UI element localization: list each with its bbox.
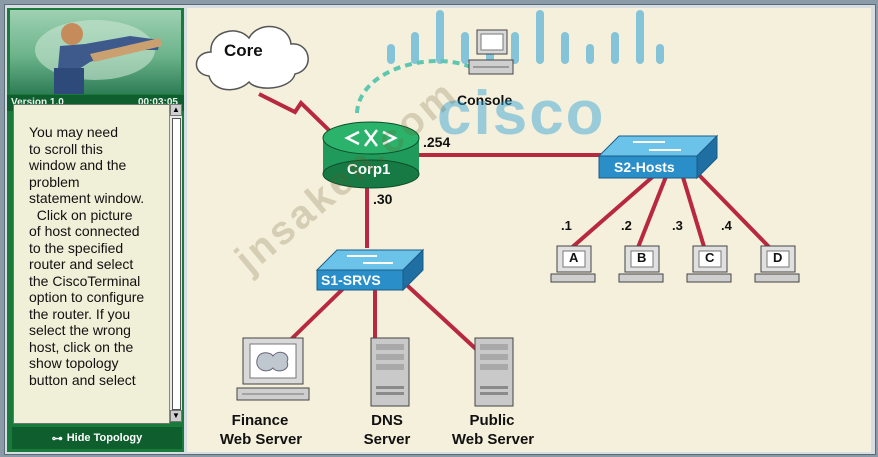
problem-statement-text: You may need to scroll this window and t… <box>29 124 145 388</box>
s2-hosts-label: S2-Hosts <box>614 159 675 175</box>
finance-web-server-icon[interactable] <box>236 337 310 401</box>
cisco-watermark-logo <box>387 10 664 64</box>
hide-topology-button[interactable]: ⊶ Hide Topology <box>12 427 182 449</box>
cisco-watermark-text: cisco <box>437 79 606 148</box>
s2-a-link <box>567 171 659 252</box>
version-label: Version 1.0 <box>11 97 64 108</box>
host-b-label: B <box>637 250 647 265</box>
problem-scrollbar[interactable]: ▲ ▼ <box>169 104 182 422</box>
core-link <box>258 92 339 140</box>
scroll-thumb[interactable] <box>172 118 181 410</box>
problem-statement-area[interactable]: You may need to scroll this window and t… <box>13 104 170 424</box>
s2-b-link <box>635 173 669 251</box>
dns-server-label-1: DNS <box>371 412 403 429</box>
banner-image <box>10 10 181 94</box>
public-server-label-1: Public <box>469 412 515 429</box>
s2-c-link <box>680 173 707 251</box>
host-d-ip: .4 <box>721 218 732 233</box>
topology-icon: ⊶ <box>51 432 63 445</box>
console-pc-icon[interactable] <box>468 29 514 75</box>
s1-srvs-switch-icon[interactable] <box>315 248 425 292</box>
public-web-server-icon[interactable] <box>474 337 514 407</box>
s2-d-link <box>695 171 774 252</box>
s2-hosts-switch-icon[interactable] <box>597 134 719 180</box>
public-server-label-2: Web Server <box>451 431 535 448</box>
topology-canvas: Core Console Corp1 .254 .30 S2-Hosts S1-… <box>187 8 871 452</box>
hide-topology-label: Hide Topology <box>66 432 143 444</box>
corp1-label: Corp1 <box>347 161 391 178</box>
host-c-pc-icon[interactable] <box>686 245 732 283</box>
core-label: Core <box>224 41 263 60</box>
console-label: Console <box>457 92 513 108</box>
host-b-ip: .2 <box>621 218 632 233</box>
host-a-label: A <box>569 250 579 265</box>
host-d-pc-icon[interactable] <box>754 245 800 283</box>
router-ip-30: .30 <box>373 191 393 207</box>
s1-public-link <box>395 274 479 352</box>
host-a-pc-icon[interactable] <box>550 245 596 283</box>
router-ip-254: .254 <box>423 134 451 150</box>
corp1-router-icon[interactable] <box>322 121 420 189</box>
dns-server-label-2: Server <box>363 431 411 448</box>
dns-server-icon[interactable] <box>370 337 410 407</box>
host-d-label: D <box>773 250 783 265</box>
timer-display: 00:03:05 <box>137 97 178 108</box>
scroll-down-arrow-icon[interactable]: ▼ <box>170 410 182 422</box>
core-cloud-icon <box>195 25 309 91</box>
host-a-ip: .1 <box>561 218 572 233</box>
finance-server-label-1: Finance <box>231 412 289 429</box>
host-c-label: C <box>705 250 715 265</box>
host-b-pc-icon[interactable] <box>618 245 664 283</box>
scroll-up-arrow-icon[interactable]: ▲ <box>170 104 182 116</box>
s1-srvs-label: S1-SRVS <box>321 272 381 288</box>
finance-server-label-2: Web Server <box>219 431 303 448</box>
console-link <box>355 59 478 114</box>
host-c-ip: .3 <box>672 218 683 233</box>
